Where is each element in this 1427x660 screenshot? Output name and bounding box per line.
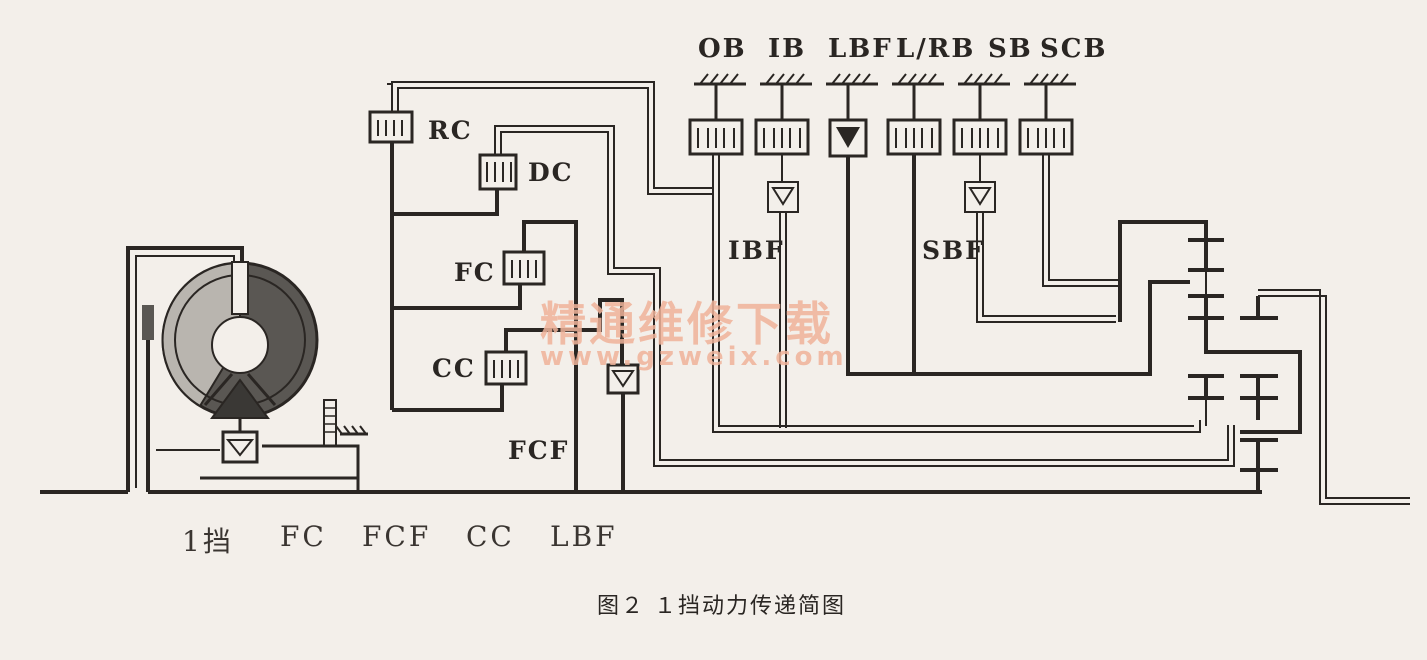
label-gear-1: 1挡 xyxy=(182,525,234,558)
watermark-url: www.gzweix.com xyxy=(540,342,848,372)
figure-caption: 图２ １挡动力传递简图 xyxy=(597,594,846,619)
label-fc: FC xyxy=(454,258,496,287)
label-rc: RC xyxy=(428,116,473,145)
planetary-gearsets xyxy=(1118,220,1410,505)
label-sbf: SBF xyxy=(922,236,985,265)
ib-brake xyxy=(754,118,810,156)
sb-brake xyxy=(952,118,1008,156)
label-bottom-fcf: FCF xyxy=(362,520,432,553)
cc-clutch xyxy=(484,350,528,386)
label-ob: OB xyxy=(698,34,747,64)
label-bottom-fc: FC xyxy=(280,520,327,553)
label-lrb: L/RB xyxy=(896,34,976,64)
lbf-oneway xyxy=(828,118,868,158)
fc-clutch xyxy=(502,250,546,286)
watermark-title: 精通维修下载 xyxy=(540,297,834,351)
fcf-oneway xyxy=(606,363,640,492)
label-bottom-lbf: LBF xyxy=(550,520,618,553)
label-sb: SB xyxy=(988,34,1033,64)
sbf-oneway xyxy=(964,181,996,213)
label-scb: SCB xyxy=(1040,34,1108,64)
label-bottom-cc: CC xyxy=(466,520,515,553)
scb-brake xyxy=(1018,118,1074,156)
dc-clutch xyxy=(478,153,518,191)
torque-converter xyxy=(126,246,368,492)
label-cc: CC xyxy=(432,354,476,383)
label-fcf: FCF xyxy=(508,436,570,465)
lrb-brake xyxy=(886,118,942,156)
label-ibf: IBF xyxy=(728,236,785,265)
label-lbf-top: LBF xyxy=(828,34,893,64)
ibf-oneway xyxy=(767,181,799,213)
ob-brake xyxy=(688,118,744,156)
label-dc: DC xyxy=(528,158,574,187)
clutch-trunk xyxy=(390,140,522,412)
label-ib: IB xyxy=(768,34,807,64)
